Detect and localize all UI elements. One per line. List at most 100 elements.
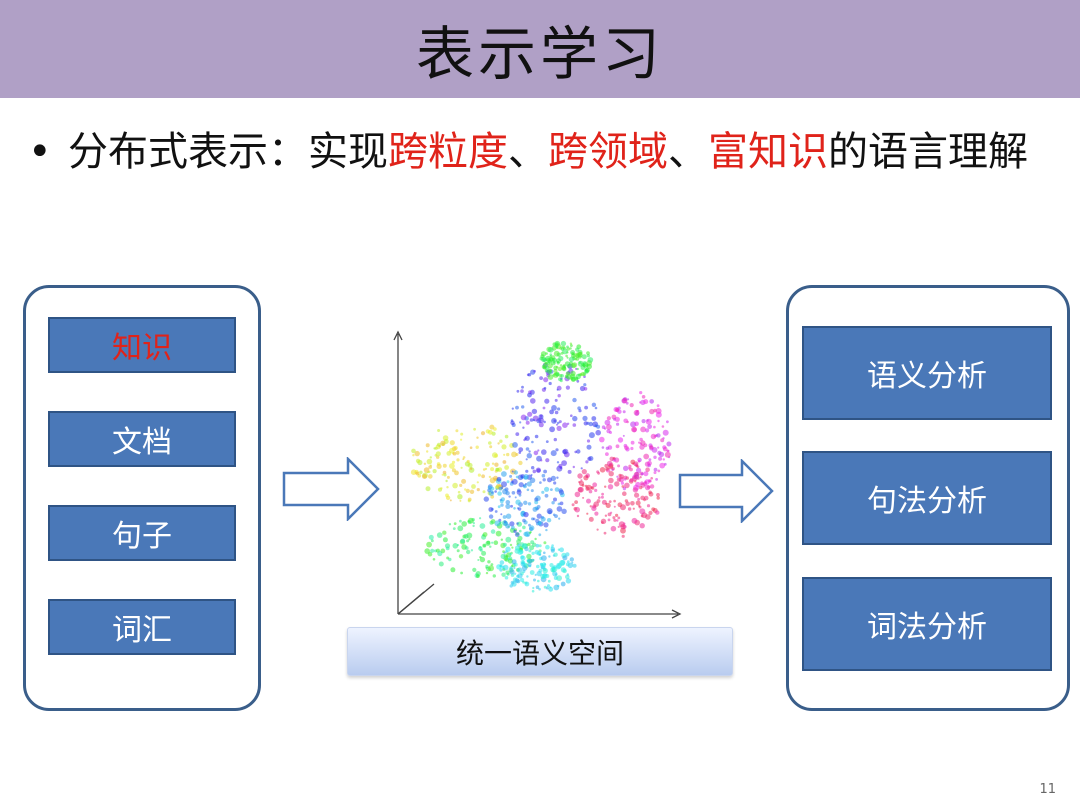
embedding-point: [651, 447, 658, 453]
embedding-point: [415, 458, 421, 464]
embedding-point: [496, 564, 502, 570]
embedding-point: [457, 490, 461, 494]
embedding-point: [558, 489, 565, 495]
embedding-point: [505, 503, 511, 509]
embedding-point: [514, 578, 520, 583]
embedding-point: [532, 558, 535, 562]
embedding-point: [469, 489, 475, 494]
embedding-point: [574, 506, 580, 513]
embedding-point: [500, 513, 503, 516]
embedding-point: [531, 589, 535, 593]
embedding-point: [617, 516, 621, 520]
embedding-point: [608, 500, 612, 503]
embedding-point: [667, 449, 670, 453]
embedding-point: [647, 424, 652, 429]
embedding-point: [639, 444, 645, 450]
embedding-point: [477, 559, 480, 561]
embedding-point: [592, 482, 598, 488]
embedding-point: [612, 456, 616, 460]
embedding-point: [449, 463, 455, 469]
embedding-point: [505, 536, 512, 543]
embedding-point: [554, 398, 558, 402]
embedding-point: [635, 481, 641, 488]
embedding-point: [556, 425, 562, 431]
embedding-point: [524, 581, 530, 587]
embedding-point: [588, 489, 593, 494]
input-box-sentence: 句子: [48, 505, 236, 561]
embedding-point: [509, 569, 515, 575]
embedding-point: [459, 499, 462, 502]
embedding-point: [428, 474, 433, 479]
embedding-point: [531, 551, 535, 555]
embedding-point: [528, 549, 532, 553]
embedding-point: [653, 425, 656, 429]
embedding-point: [539, 481, 542, 484]
embedding-point: [518, 447, 524, 452]
embedding-point: [560, 374, 564, 378]
embedding-point: [494, 490, 497, 493]
embedding-point: [411, 448, 416, 454]
embedding-point: [479, 523, 486, 529]
embedding-point: [570, 350, 576, 355]
embedding-point: [538, 587, 541, 591]
embedding-point: [565, 574, 570, 580]
embedding-point: [541, 515, 544, 519]
embedding-point: [507, 557, 510, 560]
embedding-point: [570, 370, 576, 377]
embedding-point: [540, 459, 543, 462]
embedding-point: [445, 493, 449, 498]
embedding-point: [555, 372, 560, 377]
embedding-point: [564, 361, 570, 367]
embedding-point: [562, 568, 567, 574]
embedding-point: [449, 447, 455, 454]
embedding-point: [666, 420, 669, 424]
embedding-point: [516, 489, 522, 495]
embedding-point: [581, 484, 585, 487]
embedding-point: [464, 488, 467, 491]
embedding-point: [472, 522, 475, 525]
embedding-point: [544, 486, 550, 492]
embedding-point: [538, 533, 542, 537]
embedding-point: [501, 444, 507, 450]
embedding-point: [533, 450, 539, 456]
output-box-syntactic: 句法分析: [802, 451, 1052, 545]
embedding-point: [643, 399, 649, 405]
embedding-point: [547, 477, 552, 483]
embedding-point: [414, 450, 420, 457]
embedding-point: [513, 566, 516, 570]
embedding-point: [570, 344, 573, 347]
embedding-point: [502, 515, 507, 519]
embedding-point: [441, 473, 444, 476]
embedding-point: [594, 488, 598, 492]
embedding-point: [591, 416, 597, 421]
embedding-point: [543, 386, 547, 390]
embedding-point: [606, 460, 613, 467]
page-number: 11: [1039, 782, 1056, 797]
embedding-point: [515, 432, 520, 436]
embedding-point: [534, 537, 537, 541]
embedding-point: [595, 429, 601, 436]
embedding-point: [491, 462, 495, 465]
embedding-point: [494, 462, 499, 467]
embedding-point: [535, 518, 540, 524]
embedding-point: [427, 551, 433, 557]
bullet-seg-6: 富知识: [708, 129, 828, 175]
embedding-point: [574, 450, 577, 454]
embedding-point: [616, 475, 619, 478]
embedding-point: [537, 449, 540, 452]
embedding-point: [640, 426, 646, 433]
embedding-point: [478, 546, 482, 549]
embedding-point: [544, 398, 550, 404]
embedding-point: [647, 460, 652, 466]
embedding-point: [505, 523, 511, 529]
embedding-point: [476, 481, 479, 484]
embedding-point: [538, 568, 543, 573]
embedding-point: [576, 514, 580, 518]
embedding-point: [539, 376, 543, 380]
embedding-point: [594, 406, 598, 410]
embedding-point: [541, 490, 545, 494]
embedding-point: [553, 365, 558, 370]
embedding-point: [516, 539, 521, 544]
embedding-point: [553, 584, 560, 591]
embedding-point: [500, 538, 503, 541]
